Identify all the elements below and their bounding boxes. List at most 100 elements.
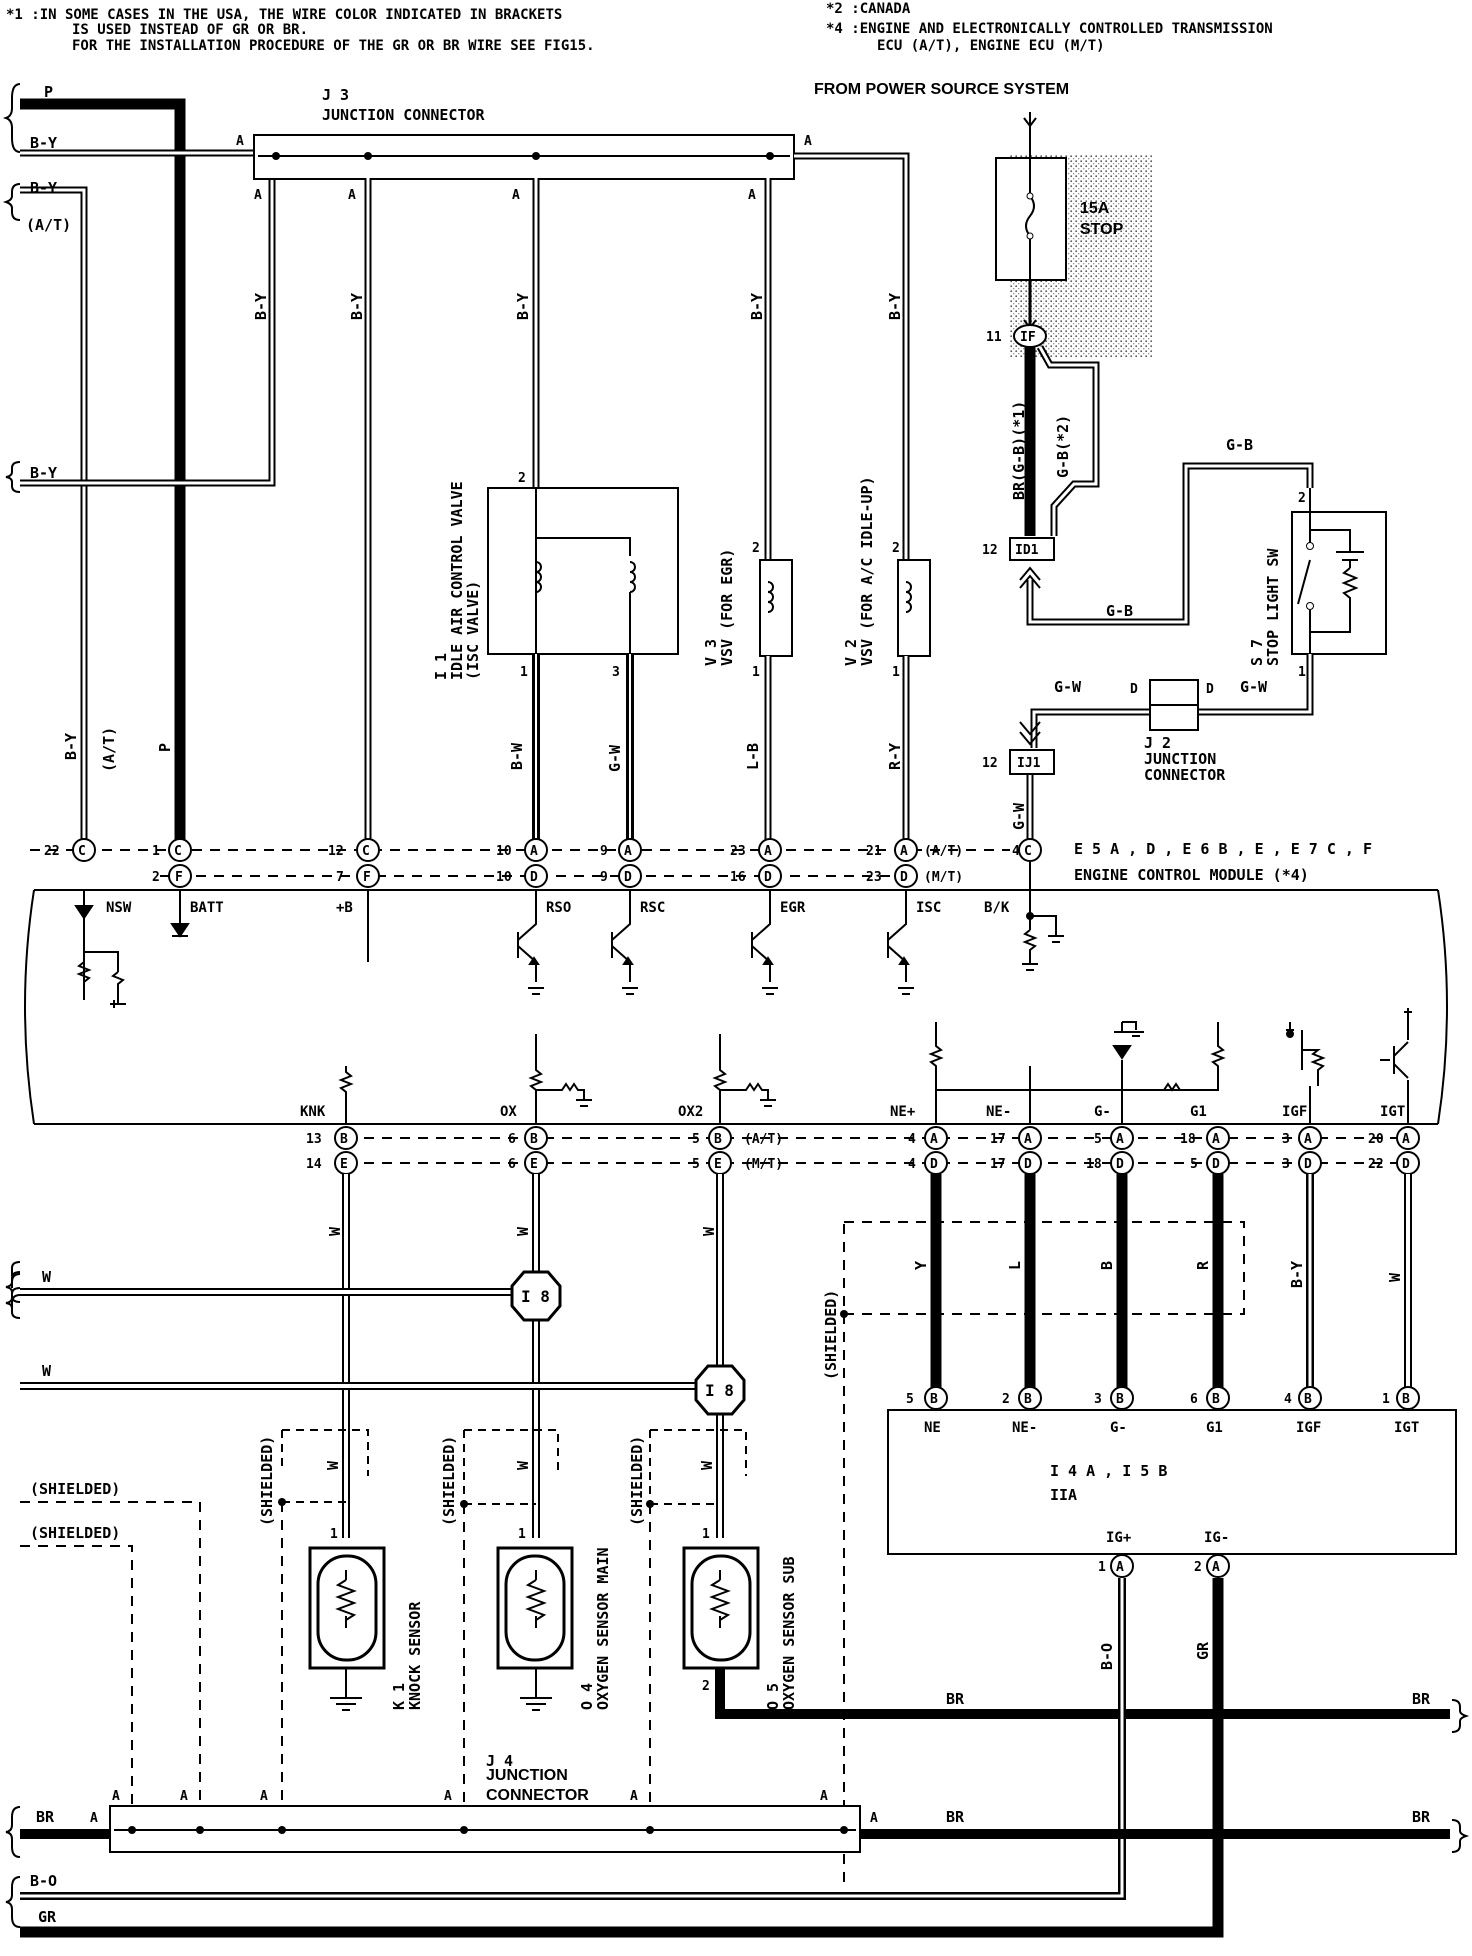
- left-brace-group: [2, 83, 21, 1928]
- svg-text:A: A: [930, 1132, 938, 1147]
- svg-text:W: W: [42, 1268, 52, 1286]
- fuse-amp: 15A: [1080, 200, 1110, 217]
- svg-text:A: A: [870, 1811, 878, 1826]
- svg-text:JUNCTION: JUNCTION: [486, 1767, 568, 1784]
- svg-text:17: 17: [990, 1157, 1006, 1172]
- svg-text:6: 6: [508, 1157, 516, 1172]
- svg-text:EGR: EGR: [780, 900, 806, 916]
- svg-text:1: 1: [752, 665, 760, 680]
- ecm-internal-top: [74, 862, 1064, 1008]
- svg-text:W: W: [326, 1226, 344, 1236]
- svg-text:(SHIELDED): (SHIELDED): [822, 1290, 840, 1380]
- svg-text:V 3: V 3: [702, 639, 720, 666]
- svg-text:V 2: V 2: [842, 639, 860, 666]
- svg-text:I 8: I 8: [705, 1381, 734, 1400]
- svg-text:2: 2: [752, 541, 760, 556]
- svg-text:A: A: [624, 844, 632, 859]
- svg-text:A: A: [90, 1811, 98, 1826]
- stop-light-switch: 2 1 S 7 STOP LIGHT SW: [1248, 488, 1387, 680]
- note-1-line-1: *1 :IN SOME CASES IN THE USA, THE WIRE C…: [6, 7, 562, 23]
- svg-text:A: A: [820, 1789, 828, 1804]
- svg-text:W: W: [514, 1226, 532, 1236]
- fuse-name: STOP: [1080, 221, 1124, 238]
- svg-text:F: F: [175, 870, 183, 885]
- igniter-sub: IIA: [1050, 1486, 1077, 1504]
- svg-text:B-Y: B-Y: [348, 293, 366, 320]
- wire-by-label-3: B-Y: [30, 464, 57, 482]
- j3-drops: [364, 152, 910, 848]
- svg-text:RSO: RSO: [546, 900, 571, 916]
- knock-sensor: (SHIELDED) W 1 K 1 KNOCK SENSOR: [258, 1429, 424, 1711]
- svg-text:4: 4: [908, 1157, 916, 1172]
- svg-text:2: 2: [892, 541, 900, 556]
- svg-text:23: 23: [730, 844, 746, 859]
- svg-text:3: 3: [612, 665, 620, 680]
- svg-text:A: A: [1402, 1132, 1410, 1147]
- svg-text:(A/T): (A/T): [744, 1132, 783, 1147]
- svg-text:22: 22: [1368, 1157, 1384, 1172]
- svg-text:D: D: [1206, 682, 1214, 697]
- svg-text:A: A: [260, 1789, 268, 1804]
- svg-text:L: L: [1006, 1261, 1024, 1270]
- svg-text:7: 7: [336, 870, 344, 885]
- svg-text:D: D: [1024, 1157, 1032, 1172]
- svg-text:18: 18: [1180, 1132, 1196, 1147]
- note-2: *2 :CANADA: [826, 1, 911, 17]
- svg-text:B: B: [1304, 1392, 1312, 1407]
- svg-text:G-B: G-B: [1106, 602, 1133, 620]
- svg-text:A: A: [900, 844, 908, 859]
- svg-text:B: B: [1212, 1392, 1220, 1407]
- svg-text:BR(G-B)(*1): BR(G-B)(*1): [1010, 401, 1028, 500]
- svg-text:9: 9: [600, 870, 608, 885]
- svg-text:(SHIELDED): (SHIELDED): [628, 1436, 646, 1526]
- svg-text:B: B: [530, 1132, 538, 1147]
- svg-text:12: 12: [982, 756, 998, 771]
- svg-text:3: 3: [1282, 1157, 1290, 1172]
- power-source-title: FROM POWER SOURCE SYSTEM: [814, 81, 1069, 98]
- svg-text:20: 20: [1368, 1132, 1384, 1147]
- svg-text:D: D: [930, 1157, 938, 1172]
- svg-text:D: D: [530, 870, 538, 885]
- svg-text:OXYGEN SENSOR SUB: OXYGEN SENSOR SUB: [780, 1556, 798, 1710]
- isc-name: IDLE AIR CONTROL VALVE: [448, 481, 466, 680]
- svg-text:VSV (FOR EGR): VSV (FOR EGR): [718, 549, 736, 666]
- svg-text:+B: +B: [336, 900, 353, 916]
- svg-text:2: 2: [518, 471, 526, 486]
- svg-text:G-: G-: [1094, 1104, 1111, 1120]
- svg-text:(A/T): (A/T): [924, 844, 963, 859]
- svg-text:G-B(*2): G-B(*2): [1054, 415, 1072, 478]
- svg-text:22: 22: [44, 844, 60, 859]
- svg-text:B/K: B/K: [984, 900, 1010, 916]
- svg-text:1: 1: [152, 844, 160, 859]
- isc-id: I 1: [432, 653, 450, 680]
- svg-text:A: A: [348, 188, 356, 203]
- svg-text:C: C: [362, 844, 370, 859]
- svg-text:A: A: [1212, 1132, 1220, 1147]
- svg-text:A: A: [112, 1789, 120, 1804]
- svg-text:C: C: [78, 844, 86, 859]
- wire-at-label: (A/T): [26, 216, 71, 234]
- svg-text:W: W: [1386, 1272, 1404, 1282]
- svg-text:NE: NE: [924, 1420, 941, 1436]
- wire-by-label-1: B-Y: [30, 134, 57, 152]
- svg-text:O 5: O 5: [764, 1683, 782, 1710]
- engine-control-module: E 5 A , D , E 6 B , E , E 7 C , F ENGINE…: [24, 840, 1448, 1125]
- svg-text:2: 2: [1002, 1392, 1010, 1407]
- svg-text:NE-: NE-: [1012, 1420, 1037, 1436]
- svg-text:G-: G-: [1110, 1420, 1127, 1436]
- svg-text:G1: G1: [1190, 1104, 1207, 1120]
- svg-text:D: D: [764, 870, 772, 885]
- vsv-ac-idle-up: 2 1 V 2 VSV (FOR A/C IDLE-UP): [842, 476, 931, 680]
- svg-text:G1: G1: [1206, 1420, 1223, 1436]
- connector-ij1: IJ1 12: [982, 721, 1055, 775]
- svg-text:BR: BR: [1412, 1808, 1431, 1826]
- svg-text:J 2: J 2: [1144, 734, 1171, 752]
- svg-text:IGF: IGF: [1296, 1420, 1321, 1436]
- svg-text:NSW: NSW: [106, 900, 132, 916]
- svg-text:(SHIELDED): (SHIELDED): [440, 1436, 458, 1526]
- svg-text:A: A: [1116, 1132, 1124, 1147]
- j3-name: JUNCTION CONNECTOR: [322, 106, 486, 124]
- svg-text:A: A: [254, 188, 262, 203]
